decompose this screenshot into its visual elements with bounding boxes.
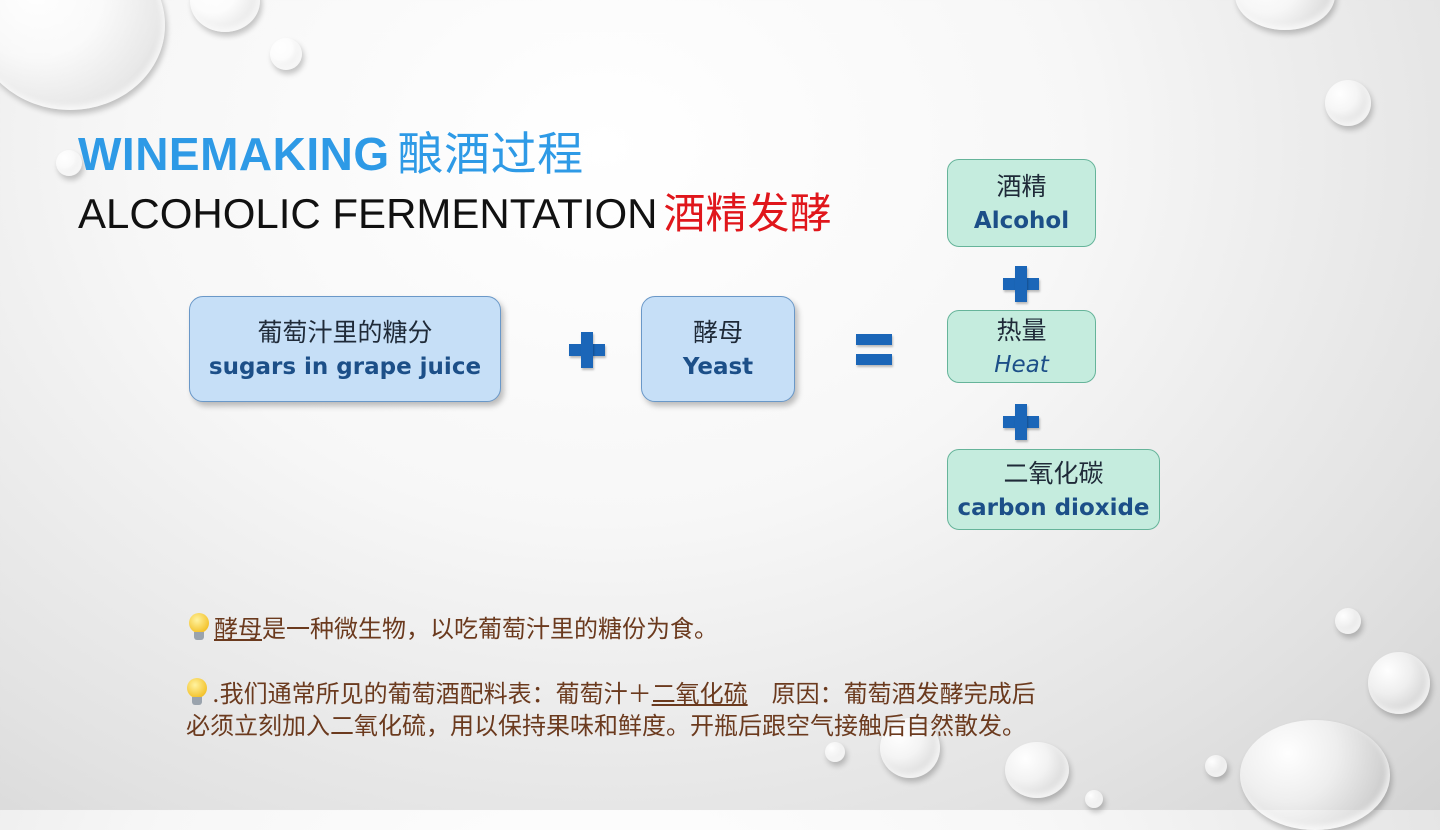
water-drop	[1005, 742, 1069, 798]
water-drop	[190, 0, 260, 32]
title-cn: 酿酒过程	[397, 128, 584, 180]
subtitle-cn: 酒精发酵	[663, 189, 832, 238]
note-ingredients-line2: 必须立刻加入二氧化硫，用以保持果味和鲜度。开瓶后跟空气接触后自然散发。	[186, 712, 1026, 740]
water-drop	[1335, 608, 1361, 634]
water-drop	[1368, 652, 1430, 714]
alcohol-cn: 酒精	[996, 172, 1047, 201]
sugar-en: sugars in grape juice	[208, 354, 482, 380]
sugar-box: 葡萄汁里的糖分 sugars in grape juice	[189, 296, 501, 402]
title-en: WINEMAKING	[78, 128, 390, 180]
co2-box: 二氧化碳 carbon dioxide	[947, 449, 1160, 530]
note-ingredients-prefix: .我们通常所见的葡萄酒配料表：葡萄汁＋	[212, 680, 652, 708]
note-ingredients-term: 二氧化硫	[651, 680, 748, 708]
plus-icon	[569, 332, 605, 368]
water-drop	[880, 718, 940, 778]
water-drop	[1235, 0, 1335, 30]
water-drop	[0, 0, 165, 110]
heat-en: Heat	[994, 351, 1049, 378]
sugar-cn: 葡萄汁里的糖分	[257, 318, 433, 347]
lightbulb-icon	[186, 678, 208, 706]
water-drop	[1325, 80, 1371, 126]
alcohol-en: Alcohol	[973, 208, 1070, 234]
note-yeast: 酵母是一种微生物，以吃葡萄汁里的糖份为食。	[188, 611, 718, 648]
note-yeast-term: 酵母	[214, 615, 262, 643]
heat-box: 热量 Heat	[947, 310, 1096, 383]
heat-cn: 热量	[996, 315, 1047, 345]
alcohol-box: 酒精 Alcohol	[947, 159, 1096, 247]
yeast-cn: 酵母	[692, 318, 743, 347]
subtitle-en: ALCOHOLIC FERMENTATION	[78, 190, 658, 237]
water-drop	[1085, 790, 1103, 808]
water-drop	[270, 38, 302, 70]
equals-icon	[856, 334, 892, 366]
water-drop	[1240, 720, 1390, 830]
yeast-box: 酵母 Yeast	[641, 296, 795, 402]
note-yeast-text: 是一种微生物，以吃葡萄汁里的糖份为食。	[262, 615, 718, 643]
water-drop	[56, 150, 82, 176]
plus-icon	[1003, 404, 1039, 440]
note-ingredients-reason: 原因：葡萄酒发酵完成后	[747, 680, 1036, 708]
co2-cn: 二氧化碳	[1003, 458, 1104, 488]
water-drop	[825, 742, 845, 762]
water-drop	[1205, 755, 1227, 777]
co2-en: carbon dioxide	[957, 494, 1150, 521]
plus-icon	[1003, 266, 1039, 302]
lightbulb-icon	[188, 613, 210, 641]
yeast-en: Yeast	[682, 354, 754, 380]
note-ingredients: .我们通常所见的葡萄酒配料表：葡萄汁＋二氧化硫 原因：葡萄酒发酵完成后	[186, 676, 1036, 713]
